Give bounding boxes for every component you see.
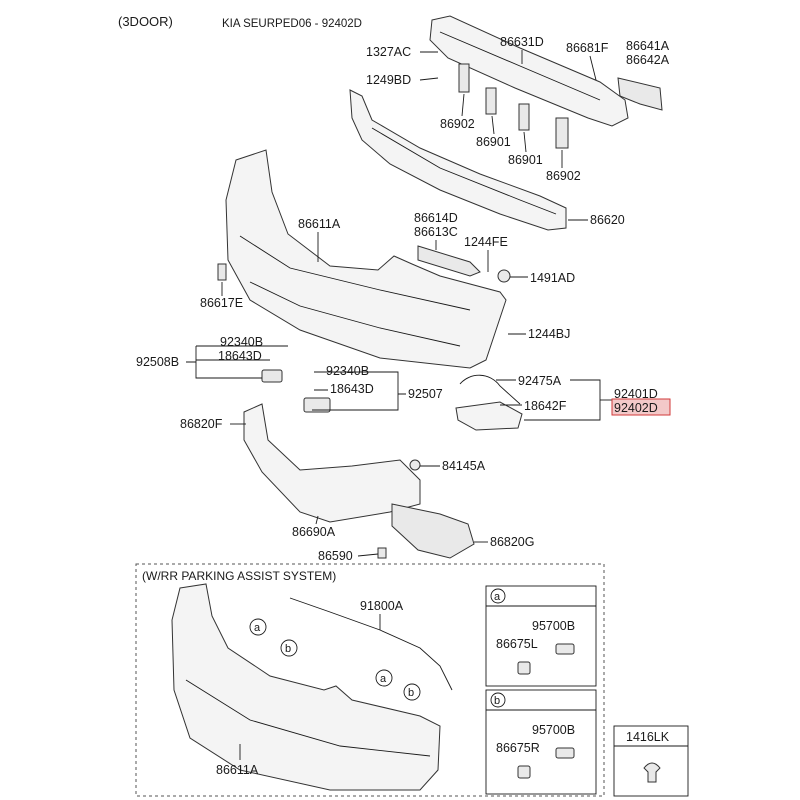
- diagram-title: KIA SEURPED06 - 92402D: [222, 18, 362, 30]
- label-1491AD: 1491AD: [530, 271, 575, 285]
- label-86617E: 86617E: [200, 296, 243, 310]
- absorber-bracket: [485, 87, 497, 115]
- label-86590: 86590: [318, 549, 353, 563]
- license-lamp-right: [303, 397, 331, 413]
- side-cover-86820G: [391, 503, 475, 559]
- callout-b-2: [403, 683, 421, 701]
- reinforcement-beam: [429, 15, 629, 127]
- inset-title: (W/RR PARKING ASSIST SYSTEM): [142, 569, 336, 583]
- label-92401D: 92401D: [614, 387, 658, 401]
- label-1244FE: 1244FE: [464, 235, 508, 249]
- label-86681F: 86681F: [566, 41, 609, 55]
- callout-a-2: [375, 669, 393, 687]
- label-92508B: 92508B: [136, 355, 179, 369]
- nut-84145A: [409, 459, 421, 471]
- callout-b-1-text: b: [285, 643, 291, 655]
- rear-bumper-cover: [225, 149, 507, 369]
- sensor-holder-b: [517, 765, 531, 779]
- detail-box-b: [485, 689, 597, 795]
- callout-b-2-text: b: [408, 687, 414, 699]
- lamp-wiring: [459, 374, 521, 405]
- label-86901-right: 86901: [508, 153, 543, 167]
- label-86613C: 86613C: [414, 225, 458, 239]
- callout-a-1: [249, 618, 267, 636]
- label-92340B-a: 92340B: [220, 335, 263, 349]
- label-86611A-inset: 86611A: [216, 763, 259, 777]
- plug-1416LK: [643, 762, 661, 783]
- label-92475A: 92475A: [518, 374, 562, 388]
- detail-box-b-tag: b: [494, 695, 500, 707]
- label-18643D-b: 18643D: [330, 382, 374, 396]
- label-1416LK: 1416LK: [626, 730, 670, 744]
- sensor-a: [555, 643, 575, 655]
- label-18643D-a: 18643D: [218, 349, 262, 363]
- label-95700B-a: 95700B: [532, 619, 575, 633]
- rear-reflector-lamp: [455, 401, 523, 431]
- sensor-b: [555, 747, 575, 759]
- label-92340B-b: 92340B: [326, 364, 369, 378]
- label-1327AC: 1327AC: [366, 45, 411, 59]
- label-86641A: 86641A: [626, 39, 670, 53]
- label-86614D: 86614D: [414, 211, 458, 225]
- callout-a-2-text: a: [380, 673, 387, 685]
- detail-box-1416LK: [613, 725, 689, 797]
- label-92402D: 92402D: [614, 401, 658, 415]
- label-86611A: 86611A: [298, 217, 341, 231]
- label-95700B-b: 95700B: [532, 723, 575, 737]
- clip-86590: [377, 547, 387, 559]
- inset-frame: [135, 563, 605, 797]
- callout-a-1-text: a: [254, 622, 261, 634]
- absorber-bracket: [555, 117, 569, 149]
- absorber-bracket: [518, 103, 530, 131]
- label-86902-right: 86902: [546, 169, 581, 183]
- label-1249BD: 1249BD: [366, 73, 411, 87]
- clip-86617E: [217, 263, 227, 281]
- label-86820F: 86820F: [180, 417, 223, 431]
- inset-bumper-cover: [171, 583, 441, 791]
- label-86620: 86620: [590, 213, 625, 227]
- license-lamp-left: [261, 369, 283, 383]
- label-91800A: 91800A: [360, 599, 404, 613]
- label-1244BJ: 1244BJ: [528, 327, 570, 341]
- detail-box-a-tag: a: [494, 591, 501, 603]
- variant-label: (3DOOR): [118, 14, 173, 29]
- label-86820G: 86820G: [490, 535, 534, 549]
- side-bracket: [417, 245, 481, 277]
- label-86675R: 86675R: [496, 741, 540, 755]
- sensor-holder-a: [517, 661, 531, 675]
- absorber-bracket: [458, 63, 470, 93]
- detail-box-a: [485, 585, 597, 687]
- label-92507: 92507: [408, 387, 443, 401]
- label-86642A: 86642A: [626, 53, 670, 67]
- label-86902-left: 86902: [440, 117, 475, 131]
- highlight-92402D: [611, 398, 671, 416]
- clip-1491AD: [497, 269, 511, 283]
- bracket-part: [617, 77, 663, 111]
- label-86690A: 86690A: [292, 525, 336, 539]
- label-86675L: 86675L: [496, 637, 538, 651]
- label-84145A: 84145A: [442, 459, 486, 473]
- callout-b-1: [280, 639, 298, 657]
- under-cover: [243, 403, 421, 523]
- label-18642F: 18642F: [524, 399, 567, 413]
- energy-absorber: [349, 89, 567, 231]
- label-86901-left: 86901: [476, 135, 511, 149]
- parking-sensor-wiring: [289, 597, 453, 691]
- label-86631D: 86631D: [500, 35, 544, 49]
